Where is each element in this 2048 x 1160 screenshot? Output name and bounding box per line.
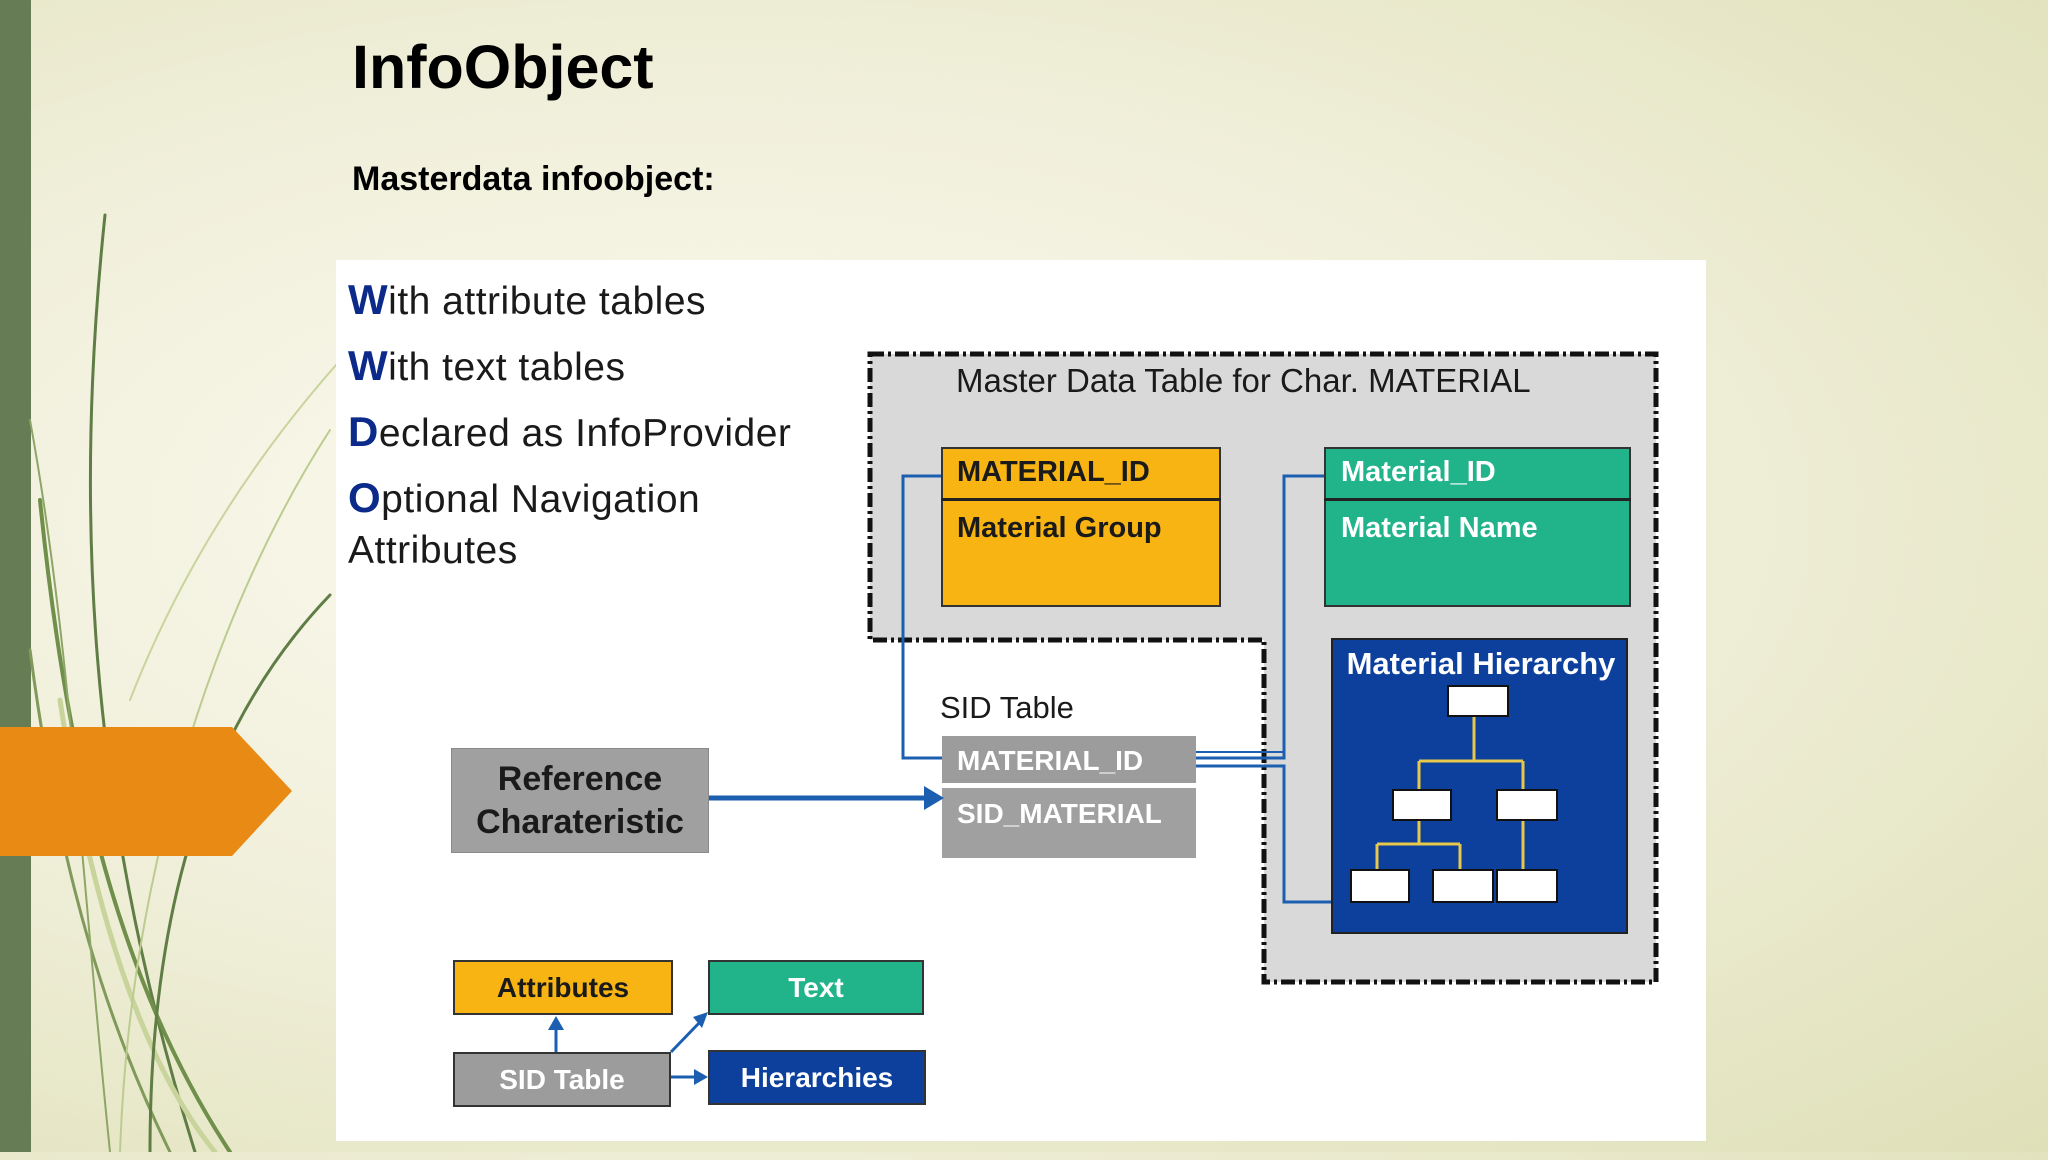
master-data-table-title: Master Data Table for Char. MATERIAL bbox=[956, 362, 1531, 399]
bullet-text: ith text tables bbox=[388, 346, 626, 389]
hierarchy-node bbox=[1350, 869, 1410, 903]
bullet-initial: W bbox=[348, 276, 389, 323]
attribute-table-divider bbox=[941, 498, 1221, 501]
text-table-divider bbox=[1324, 498, 1631, 501]
reference-label-line1: Reference bbox=[497, 759, 663, 798]
attribute-table-key: MATERIAL_ID bbox=[957, 456, 1150, 488]
sid-table-sid: SID_MATERIAL bbox=[957, 798, 1162, 829]
hierarchy-node bbox=[1432, 869, 1494, 903]
connector-attributes bbox=[901, 474, 942, 760]
attribute-table-box bbox=[941, 447, 1221, 607]
text-table-box bbox=[1324, 447, 1631, 607]
masterdata-diagram: With attribute tables With text tables D… bbox=[336, 260, 1706, 1141]
sid-table-key: MATERIAL_ID bbox=[957, 745, 1144, 776]
bullet-text: ptional Navigation bbox=[381, 478, 701, 521]
hierarchy-node bbox=[1496, 869, 1558, 903]
legend-arrowhead-attributes bbox=[548, 1016, 564, 1030]
legend-sid-table: SID Table bbox=[453, 1052, 671, 1107]
hierarchy-node bbox=[1392, 789, 1452, 821]
left-accent-bar bbox=[0, 0, 31, 1152]
bullet-initial: O bbox=[348, 474, 382, 521]
sid-table-label: SID Table bbox=[940, 690, 1074, 725]
legend-arrowhead-text bbox=[693, 1012, 708, 1028]
connector-hierarchy bbox=[1196, 764, 1331, 904]
reference-characteristic-box: Reference Charateristic bbox=[451, 748, 709, 853]
hierarchy-node bbox=[1496, 789, 1558, 821]
hierarchy-node bbox=[1447, 685, 1509, 717]
feature-item: Declared as InfoProvider bbox=[348, 406, 791, 459]
feature-list: With attribute tables With text tables D… bbox=[348, 274, 791, 589]
text-table-key: Material_ID bbox=[1341, 456, 1496, 488]
bullet-initial: D bbox=[348, 408, 379, 455]
legend-arrowhead-hierarchies bbox=[694, 1069, 708, 1085]
bullet-text: eclared as InfoProvider bbox=[378, 412, 792, 455]
sid-table-sid-row bbox=[942, 788, 1196, 858]
legend-hierarchies: Hierarchies bbox=[708, 1050, 926, 1105]
slide-subtitle: Masterdata infoobject: bbox=[352, 160, 715, 198]
connector-text bbox=[1196, 474, 1324, 760]
reference-label-line2: Charateristic bbox=[476, 802, 684, 841]
legend-attributes: Attributes bbox=[453, 960, 673, 1015]
text-table-field: Material Name bbox=[1341, 512, 1538, 544]
hierarchy-title: Material Hierarchy bbox=[1346, 646, 1616, 681]
legend-arrow-text bbox=[669, 1020, 702, 1054]
sid-table-key-row bbox=[942, 736, 1196, 783]
bullet-initial: W bbox=[348, 342, 389, 389]
bullet-text-continued: Attributes bbox=[348, 529, 518, 572]
slide-title: InfoObject bbox=[352, 33, 654, 101]
feature-item: With attribute tables bbox=[348, 274, 791, 327]
reference-arrowhead bbox=[924, 786, 944, 810]
attribute-table-field: Material Group bbox=[957, 512, 1162, 544]
connector-lines bbox=[548, 474, 1331, 1085]
bullet-text: ith attribute tables bbox=[388, 280, 707, 323]
feature-item: With text tables bbox=[348, 340, 791, 393]
orange-arrow-shape bbox=[0, 727, 292, 856]
legend-text: Text bbox=[708, 960, 924, 1015]
hierarchy-tree-graphic bbox=[1350, 685, 1558, 903]
